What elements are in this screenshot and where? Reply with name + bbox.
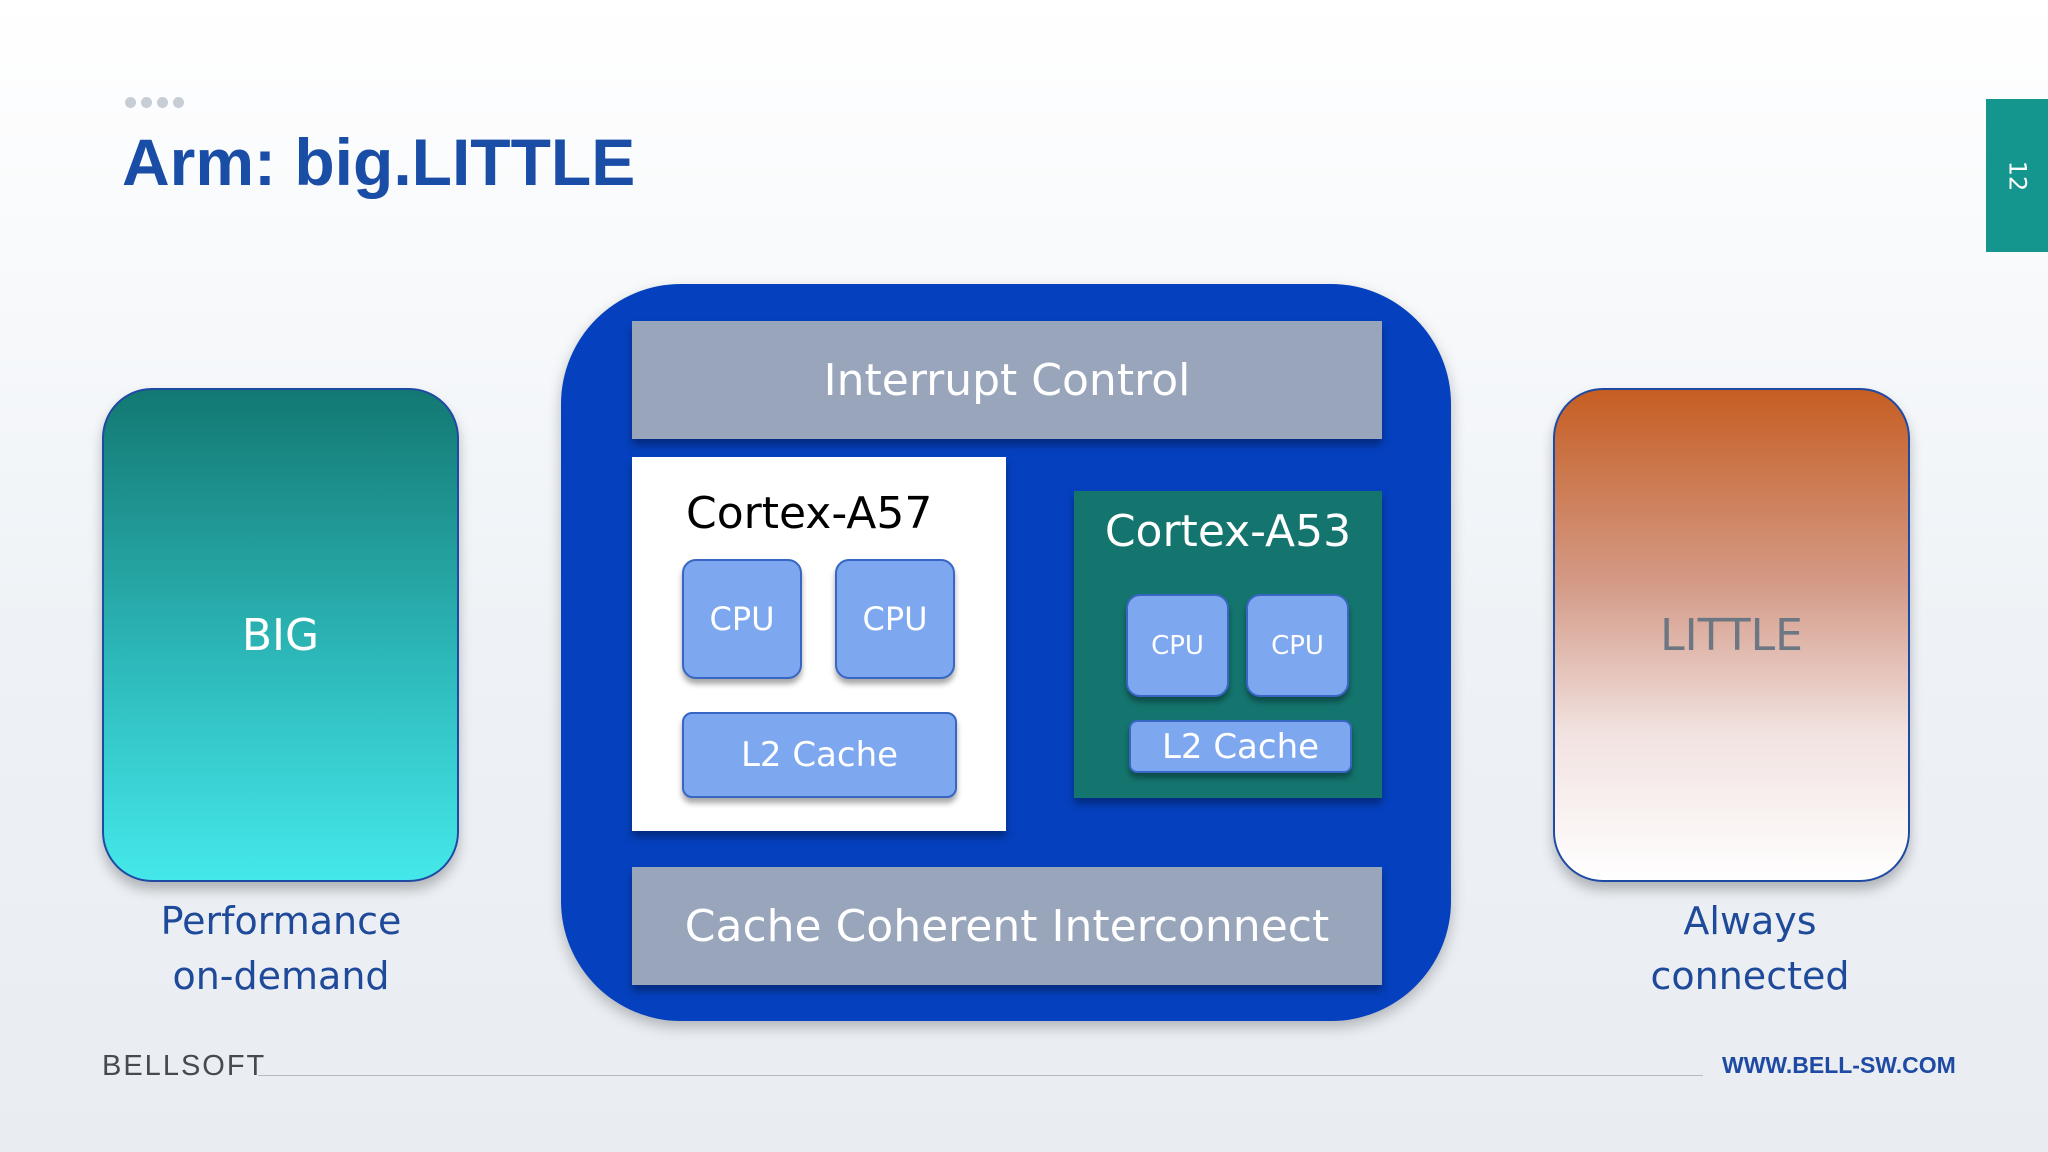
dot [173,97,184,108]
a57-cpu-core: CPU [682,559,802,679]
cortex-a57-label: Cortex-A57 [686,488,933,539]
little-caption-line-1: Always [1683,899,1817,943]
bellsoft-logo: BELLSOFT [102,1050,267,1082]
page-number: 12 [2002,160,2031,191]
big-cluster-card: BIG [102,388,459,882]
cpu-label: CPU [1271,630,1324,661]
a57-cpu-core: CPU [835,559,955,679]
dot [141,97,152,108]
page-number-tab: 12 [1986,99,2048,252]
l2-cache-label: L2 Cache [740,735,899,775]
interrupt-control-bar: Interrupt Control [632,321,1382,439]
cpu-label: CPU [1151,630,1204,661]
slide-dots-decoration [125,97,184,108]
a53-cpu-core: CPU [1126,594,1229,697]
cache-coherent-interconnect-bar: Cache Coherent Interconnect [632,867,1382,985]
cortex-a53-label: Cortex-A53 [1104,506,1352,557]
a57-l2-cache: L2 Cache [682,712,957,798]
interrupt-control-label: Interrupt Control [823,354,1191,406]
footer-divider [258,1075,1703,1076]
a53-cpu-core: CPU [1246,594,1349,697]
dot [125,97,136,108]
slide-title: Arm: big.LITTLE [122,125,636,199]
little-label: LITTLE [1660,609,1803,661]
little-cluster-card: LITTLE [1553,388,1910,882]
big-caption: Performance on-demand [81,894,481,1004]
dot [157,97,168,108]
little-caption-line-2: connected [1650,954,1850,998]
big-caption-line-1: Performance [160,899,402,943]
interconnect-label: Cache Coherent Interconnect [684,900,1330,952]
little-caption: Always connected [1550,894,1950,1004]
cpu-label: CPU [862,600,928,638]
website-link[interactable]: WWW.BELL-SW.COM [1722,1052,1956,1078]
big-label: BIG [241,609,320,661]
big-caption-line-2: on-demand [172,954,390,998]
cpu-label: CPU [709,600,775,638]
a53-l2-cache: L2 Cache [1129,720,1352,773]
l2-cache-label: L2 Cache [1161,726,1320,767]
